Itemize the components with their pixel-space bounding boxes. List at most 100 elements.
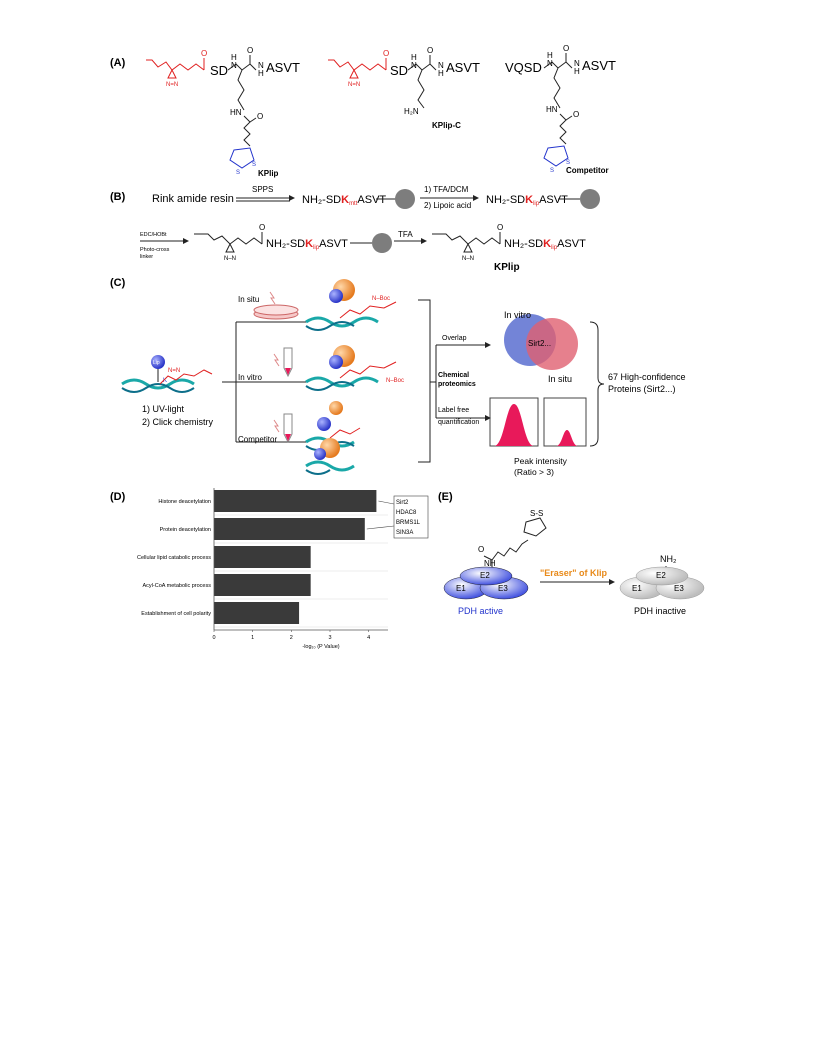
bar-1	[214, 518, 365, 540]
high-confidence-2: Proteins (Sirt2...)	[608, 384, 676, 394]
in-vitro-label: In vitro	[238, 373, 263, 382]
chem-proteomics-1: Chemical	[438, 372, 469, 379]
panel-b-label: (B)	[110, 191, 126, 203]
active-e3: E3	[498, 584, 508, 593]
x-tick-label-1: 1	[251, 635, 254, 641]
kplip-c-n2: N	[438, 61, 444, 70]
x-tick-label-0: 0	[212, 635, 215, 641]
e-nh2: NH₂	[660, 554, 677, 564]
panel-c: (C) Lip K N=N 1) UV-light 2) Click chemi…	[110, 277, 686, 477]
active-e2: E2	[480, 571, 490, 580]
kplip-c-diazirine: N=N	[348, 82, 360, 88]
kplip-c-n1: N	[411, 61, 417, 70]
e-nh: NH	[484, 559, 496, 568]
label-free-2: quantification	[438, 419, 479, 426]
panel-e: (E) O NH S-S E2 E1 E3 PDH active "Eraser…	[438, 491, 705, 616]
kplip-o1: O	[247, 46, 253, 55]
annotation-connector-1	[378, 500, 395, 505]
kplip-n1: N	[231, 61, 237, 70]
in-situ-nboc: N–Boc	[372, 296, 390, 302]
kplip-sd: SD	[210, 63, 228, 78]
peak-plots	[489, 397, 587, 447]
pdh-inactive-label: PDH inactive	[634, 606, 686, 616]
kplip-s2: S	[236, 170, 240, 176]
competitor-name: Competitor	[566, 166, 609, 175]
competitor-s2: S	[550, 168, 554, 174]
competitor-o2: O	[573, 110, 579, 119]
bar-0	[214, 490, 377, 512]
linker: linker	[140, 254, 153, 260]
category-label-0: Histone deacetylation	[158, 499, 211, 505]
b-product-name: KPlip	[494, 262, 520, 273]
annotation-gene-2: BRMS1L	[396, 520, 421, 526]
category-label-4: Establishment of cell polarity	[141, 611, 211, 617]
label-free-1: Label free	[438, 407, 469, 414]
resin-bead-3	[372, 233, 392, 253]
kplip-s1: S	[252, 162, 256, 168]
annotation-connector-2	[366, 525, 395, 530]
panel-b: (B) Rink amide resin SPPS NH₂-SDKmttASVT…	[110, 185, 600, 273]
competitor-h2: H	[574, 67, 580, 76]
complex-in-situ: N–Boc	[305, 279, 397, 331]
venn-in-situ: In situ	[548, 374, 572, 384]
diazirine-label: N=N	[166, 82, 178, 88]
competitor-asvt: ASVT	[582, 58, 616, 73]
x-tick-label-4: 4	[367, 635, 370, 641]
in-vitro-nboc: N–Boc	[386, 378, 404, 384]
kplip-c-sd: SD	[390, 63, 408, 78]
annotation-gene-3: SIN3A	[396, 530, 413, 536]
venn-in-vitro: In vitro	[504, 310, 531, 320]
kplip-structure: N=N O SD H N O N H ASVT HN O S S KPlip	[146, 46, 300, 178]
tube-in-vitro	[273, 347, 293, 378]
start-k-label: K	[163, 378, 167, 384]
competitor-label: Competitor	[238, 435, 277, 444]
click-chemistry-step: 2) Click chemistry	[142, 417, 214, 427]
tfa-label: TFA	[398, 230, 413, 239]
pdh-active: E2 E1 E3	[443, 566, 529, 600]
uv-icon-1	[269, 291, 276, 305]
kplip-c-structure: N=N O SD H N O N H ASVT H₂N KPlip-C	[328, 46, 480, 130]
panel-c-label: (C)	[110, 277, 126, 289]
competitor-n1: N	[547, 59, 553, 68]
eraser-label: "Eraser" of Klip	[540, 568, 608, 578]
panel-e-label: (E)	[438, 491, 453, 503]
annotation-box	[393, 495, 429, 539]
competitor-s1: S	[566, 160, 570, 166]
start-nn: N=N	[168, 368, 180, 374]
bar-3	[214, 574, 311, 596]
kplip-asvt: ASVT	[266, 60, 300, 75]
complex-bottom	[305, 438, 355, 475]
kplip-c-h2n: H₂N	[404, 107, 419, 116]
panel-a: (A) N=N O SD H N O N H ASVT HN O S S KPl…	[110, 44, 616, 178]
edc-hobt: EDC/HOBt	[140, 232, 167, 238]
kplip-c-h2: H	[438, 69, 444, 78]
pdh-inactive: E2 E1 E3	[619, 566, 705, 600]
b-diazirine-1: N–N	[224, 256, 236, 262]
intermediate-lip: NH₂-SDKlipASVT	[486, 194, 568, 207]
inactive-e3: E3	[674, 584, 684, 593]
photo-cross: Photo-cross	[140, 247, 170, 253]
competitor-n2: N	[574, 59, 580, 68]
spps-label: SPPS	[252, 185, 273, 194]
in-situ-label: In situ	[238, 295, 259, 304]
step-tfa-dcm: 1) TFA/DCM	[424, 185, 469, 194]
b-peptide-1: NH₂-SDKlipASVT	[266, 238, 348, 251]
kplip-h2: H	[258, 69, 264, 78]
competitor-vqsd: VQSD	[505, 60, 542, 75]
b-o-2: O	[497, 223, 503, 232]
venn-diagram: In vitro Sirt2... In situ	[504, 310, 578, 384]
chem-proteomics-2: proteomics	[438, 381, 476, 388]
category-label-3: Acyl-CoA metabolic process	[143, 583, 212, 589]
bar-2	[214, 546, 311, 568]
intermediate-mtt: NH₂-SDKmttASVT	[302, 194, 386, 207]
tube-competitor	[273, 413, 293, 444]
active-e1: E1	[456, 584, 466, 593]
high-confidence-1: 67 High-confidence	[608, 372, 686, 382]
kplip-c-o: O	[383, 49, 389, 58]
kplip-c-o1: O	[427, 46, 433, 55]
inactive-e1: E1	[632, 584, 642, 593]
category-label-1: Protein deacetylation	[160, 527, 211, 533]
x-tick-label-3: 3	[328, 635, 331, 641]
